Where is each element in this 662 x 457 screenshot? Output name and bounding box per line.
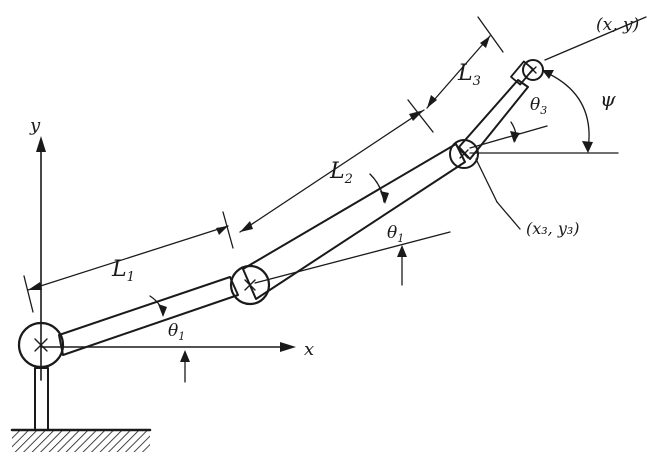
theta1-elbow-label: θ1: [387, 223, 404, 245]
link-3: [458, 79, 529, 160]
dim-arrow: [480, 36, 490, 48]
dimension-lines: [23, 16, 504, 313]
x-axis-label: x: [304, 339, 314, 360]
arc-arrowhead: [180, 350, 190, 362]
gripper: [510, 60, 534, 86]
arc-arrowhead: [380, 191, 389, 204]
ground-hatch: [12, 430, 150, 452]
arc-arrowhead: [542, 70, 554, 79]
link-1-length-label: L1: [111, 257, 135, 285]
elbow-joint: [229, 264, 271, 306]
x-axis-arrowhead: [280, 342, 296, 352]
arc-arrowhead: [582, 141, 593, 153]
wrist-point-label: (x₃, y₃): [526, 219, 580, 238]
dim-arrow: [240, 221, 253, 232]
link-2-length-label: L2: [329, 159, 353, 187]
angle-arcs: [149, 71, 590, 383]
theta3-label: θ3: [530, 95, 547, 117]
wrist-joint: [449, 139, 479, 169]
end-point-label: (x, y): [596, 15, 639, 35]
psi-label: ψ: [600, 87, 616, 111]
link-1: [58, 276, 239, 356]
y-axis-label: y: [29, 115, 41, 136]
dim-arrow: [409, 110, 424, 121]
reference-lines: [254, 16, 647, 284]
link-3-length-label: L3: [457, 61, 481, 89]
dim-arrow: [28, 282, 42, 290]
arc-arrowhead: [397, 245, 407, 257]
arc-arrowhead: [510, 131, 520, 143]
arc-arrowhead: [158, 304, 167, 317]
dim-arrow: [427, 95, 437, 108]
theta1-base-label: θ1: [168, 321, 185, 343]
dim-arrow: [216, 226, 228, 235]
joint-center-marks: [34, 66, 537, 352]
link-2: [242, 143, 466, 300]
y-axis-arrowhead: [36, 136, 46, 152]
base-joint: [17, 321, 65, 369]
